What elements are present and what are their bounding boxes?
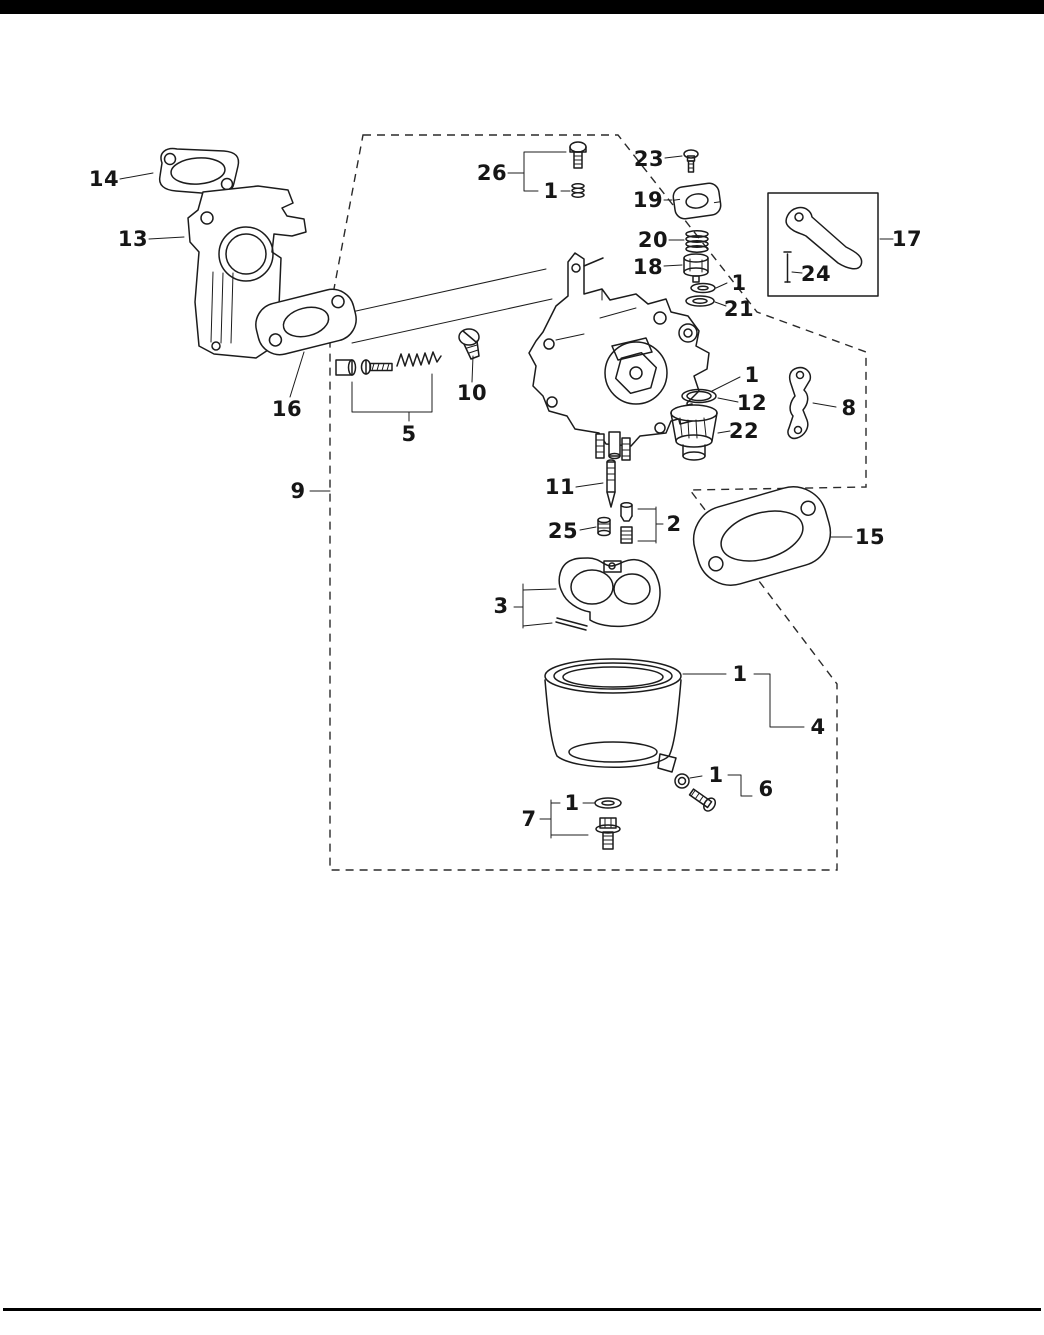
callout-part-1-ring: 1	[744, 363, 760, 387]
assembly-boundary-dashes	[329, 134, 867, 871]
part-26-screw-set	[507, 141, 587, 198]
callout-part-4: 4	[810, 715, 826, 739]
callout-part-9: 9	[290, 479, 306, 503]
callout-part-8: 8	[841, 396, 857, 420]
part-15-gasket	[692, 486, 832, 586]
callout-part-1-oring: 1	[708, 763, 724, 787]
part-2-jet-set	[620, 502, 664, 544]
callout-part-24: 24	[800, 262, 832, 286]
callout-part-18: 18	[632, 255, 664, 279]
part-8-lever	[787, 366, 812, 440]
part-1-washer-upper	[690, 282, 716, 294]
part-7-bolt-set	[539, 797, 622, 850]
callout-part-1-of-26: 1	[543, 179, 559, 203]
part-4-float-bowl	[544, 658, 805, 773]
callout-part-7: 7	[521, 807, 537, 831]
callout-part-17: 17	[891, 227, 923, 251]
part-14-gasket	[158, 147, 240, 196]
part-20-spring	[685, 230, 709, 253]
callout-part-1-washer: 1	[564, 791, 580, 815]
page-top-bar	[0, 0, 1044, 14]
callout-part-16: 16	[271, 397, 303, 421]
callout-part-1-upper: 1	[731, 271, 747, 295]
callout-part-21: 21	[723, 297, 755, 321]
alignment-lines	[337, 268, 553, 344]
part-11-nozzle	[606, 459, 616, 508]
callout-part-1-bowl: 1	[732, 662, 748, 686]
part-3-float	[513, 557, 661, 631]
callout-part-13: 13	[117, 227, 149, 251]
part-18-valve	[683, 253, 709, 283]
carburetor-body	[528, 252, 710, 461]
callout-part-3: 3	[493, 594, 509, 618]
part-25-jet	[597, 516, 611, 537]
part-17-choke-lever-box	[767, 192, 879, 297]
callout-part-25: 25	[547, 519, 579, 543]
callout-part-12: 12	[736, 391, 768, 415]
callout-part-2: 2	[666, 512, 682, 536]
part-5-screw-set	[335, 351, 442, 422]
part-12-ring	[681, 388, 717, 404]
callout-part-10: 10	[456, 381, 488, 405]
part-16-gasket	[255, 288, 357, 356]
callout-part-15: 15	[854, 525, 886, 549]
callout-part-6: 6	[758, 777, 774, 801]
callout-part-5: 5	[401, 422, 417, 446]
callout-part-20: 20	[637, 228, 669, 252]
part-10-screw	[458, 328, 480, 360]
part-21-washer	[685, 295, 715, 307]
leader-lines	[119, 155, 894, 538]
callout-part-11: 11	[544, 475, 576, 499]
part-22-cup	[670, 404, 718, 461]
callout-part-22: 22	[728, 419, 760, 443]
callout-part-19: 19	[632, 188, 664, 212]
part-6-drain-screw-set	[674, 773, 753, 812]
page-bottom-rule	[3, 1308, 1041, 1311]
callout-part-14: 14	[88, 167, 120, 191]
part-23-screw	[683, 149, 699, 173]
callout-part-23: 23	[633, 147, 665, 171]
part-24-pin	[783, 251, 792, 283]
part-19-cover	[672, 182, 722, 220]
callout-part-26: 26	[476, 161, 508, 185]
